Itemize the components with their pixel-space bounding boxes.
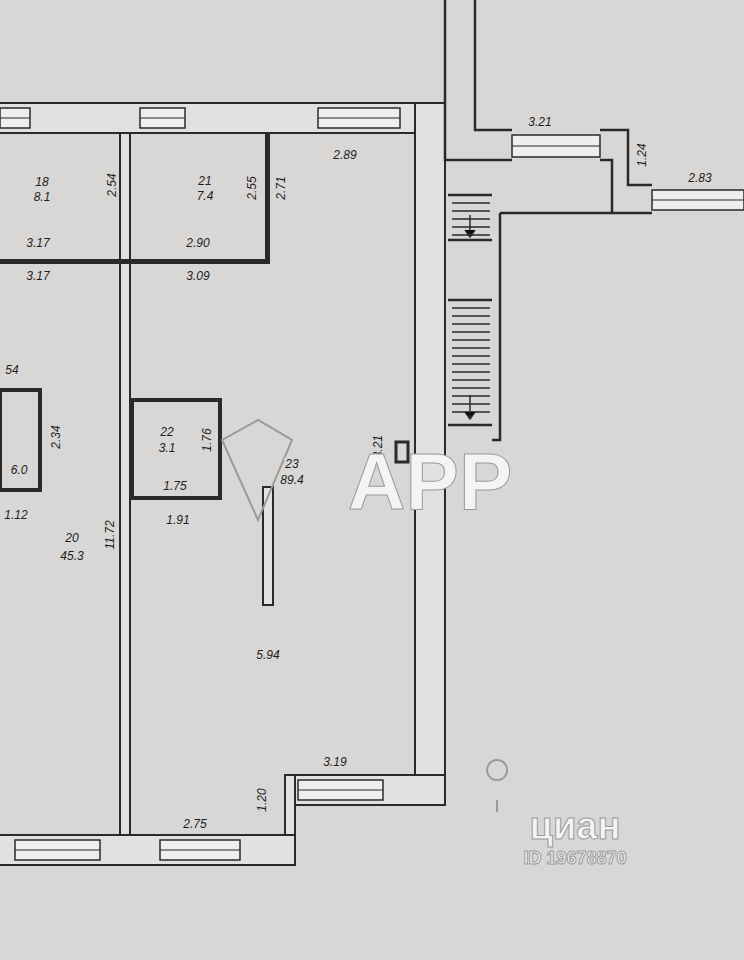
dimension-label: 2.90 [185, 237, 210, 250]
dimension-label: 1.20 [256, 787, 269, 812]
plan-rect [132, 400, 220, 498]
plan-path [445, 0, 652, 213]
dimension-label: 1.24 [636, 142, 649, 167]
dimension-label: 3.09 [185, 270, 210, 283]
dimension-label: 1.76 [201, 427, 214, 452]
room-area: 89.4 [279, 474, 304, 487]
plan-path [492, 213, 500, 440]
dimension-label: 2.54 [106, 172, 119, 197]
room-number: 21 [197, 175, 212, 188]
plan-path [465, 215, 475, 419]
plan-g [0, 390, 220, 498]
dimension-label: 2.71 [275, 175, 288, 200]
dimension-label: 2.34 [50, 424, 63, 449]
plan-path [500, 212, 612, 215]
room-number: 22 [159, 426, 174, 439]
dimension-label: 3.17 [25, 237, 50, 250]
plan-rect [265, 133, 270, 264]
dimension-label: 2.89 [332, 149, 357, 162]
dimension-label: 1.75 [162, 480, 187, 493]
room-number: 23 [284, 458, 299, 471]
plan-rect [0, 390, 40, 490]
plan-path [0, 118, 744, 850]
dimension-label: 3.21 [527, 116, 552, 129]
dimension-label: 2.75 [182, 818, 207, 831]
room-area: 45.3 [59, 550, 84, 563]
dimension-label: 11.72 [104, 519, 117, 550]
watermark: ID 19678870 [523, 848, 626, 868]
plan-path [475, 0, 652, 185]
plan-path [452, 308, 490, 412]
room-area: 3.1 [158, 442, 177, 455]
room-area: 7.4 [196, 190, 215, 203]
plan-g [445, 0, 652, 440]
dimension-label: 3.17 [25, 270, 50, 283]
dimension-label: 6.0 [10, 464, 29, 477]
dimension-label: 1.91 [165, 514, 190, 527]
plan-rect [120, 133, 130, 835]
watermark: APP [348, 441, 513, 523]
dimension-label: 5.94 [255, 649, 280, 662]
plan-g [0, 108, 744, 860]
dimension-label: 2.55 [246, 175, 259, 200]
dimension-label: 2.83 [687, 172, 712, 185]
room-number: 18 [34, 176, 49, 189]
plan-path [222, 420, 292, 520]
plan-g [0, 133, 270, 264]
plan-path [487, 760, 507, 812]
room-number: 20 [64, 532, 79, 545]
plan-path [448, 195, 492, 425]
plan-g [0, 118, 744, 850]
dimension-label: 1.12 [3, 509, 28, 522]
dimension-label: 3.19 [322, 756, 347, 769]
watermark: циан [530, 806, 621, 846]
plan-g [452, 203, 490, 419]
room-area: 8.1 [33, 191, 52, 204]
dimension-label: 54 [4, 364, 19, 377]
plan-rect [0, 259, 270, 264]
